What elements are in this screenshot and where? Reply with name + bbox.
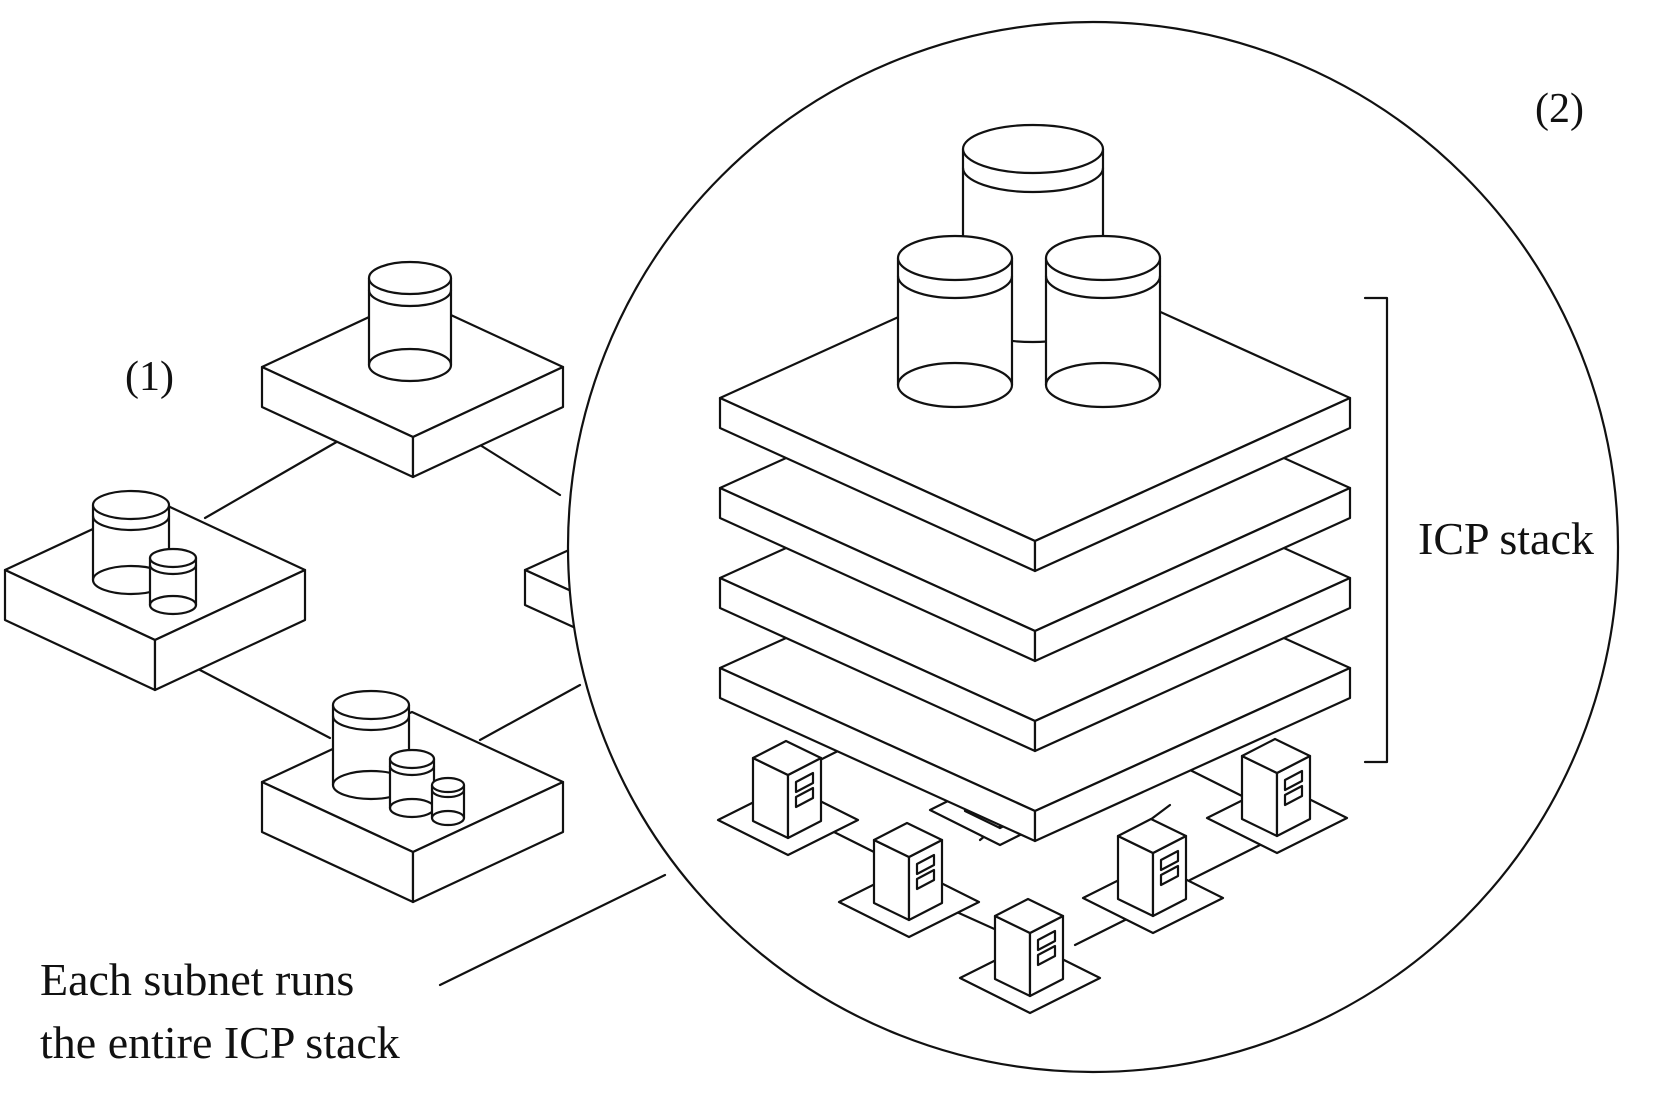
subnet-platform-left <box>3 489 307 692</box>
server-node-icon <box>716 739 860 857</box>
server-node-icon <box>837 821 981 939</box>
server-node-icon <box>1081 817 1225 935</box>
database-icon <box>430 776 466 827</box>
subnet-platform-top <box>260 260 565 479</box>
subnet-connections <box>198 438 667 987</box>
database-icon <box>367 260 453 383</box>
subnet-network <box>3 260 667 987</box>
caption-line-2: the entire ICP stack <box>40 1017 400 1068</box>
database-icon <box>896 234 1014 409</box>
database-icon <box>1044 234 1162 409</box>
stack-databases <box>896 123 1162 409</box>
icp-stack-layers <box>718 253 1352 843</box>
database-icon <box>388 748 436 819</box>
caption-line-1: Each subnet runs <box>40 954 354 1005</box>
database-icon <box>148 547 198 616</box>
stack-layer <box>718 253 1352 573</box>
zoom-marker-2: (2) <box>1535 86 1584 132</box>
server-node-icon <box>1205 737 1349 855</box>
subnet-platform-bottom <box>260 689 565 904</box>
server-node-icon <box>958 897 1102 1015</box>
icp-stack-label: ICP stack <box>1418 513 1594 564</box>
subnet-marker-1: (1) <box>125 354 174 400</box>
icp-stack-bracket <box>1363 296 1389 764</box>
